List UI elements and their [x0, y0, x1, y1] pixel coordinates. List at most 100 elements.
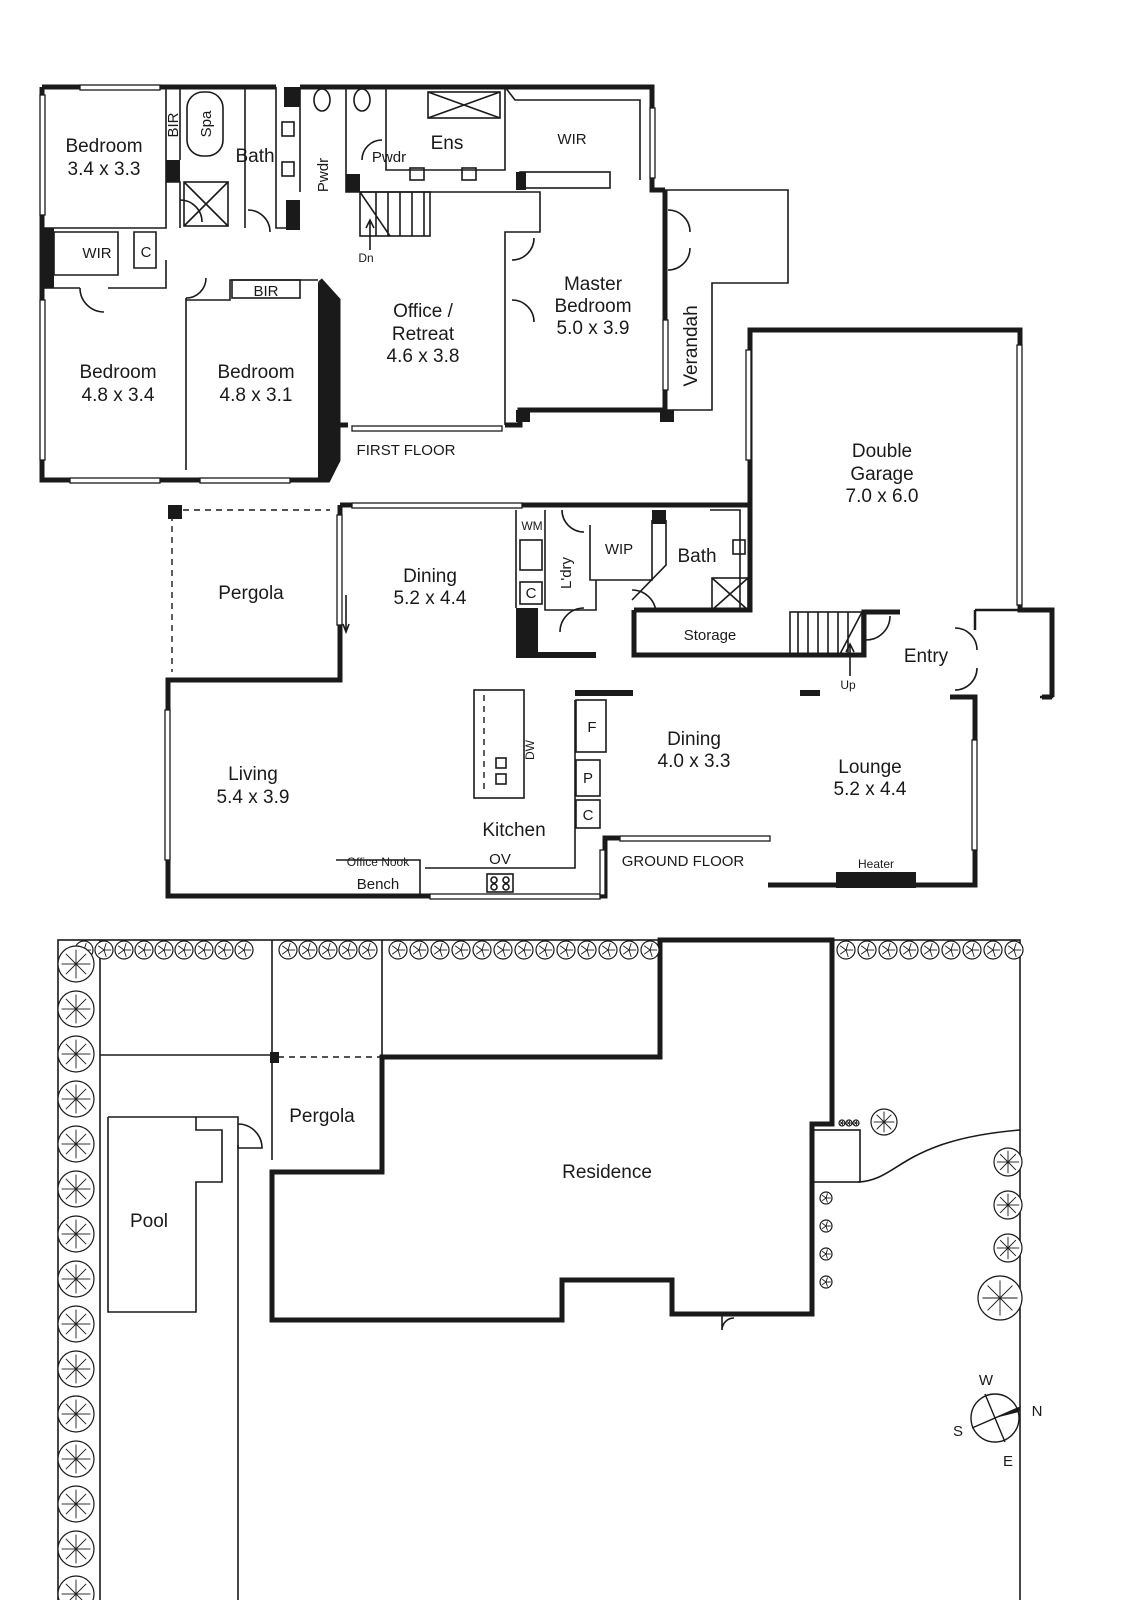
- shrub-icon: [134, 940, 154, 960]
- pool-label: Pool: [130, 1211, 168, 1232]
- shrub-icon: [57, 1395, 95, 1433]
- shrub-icon: [514, 940, 534, 960]
- bedroom-mid-name: Bedroom: [217, 362, 294, 383]
- shrub-icon: [1004, 940, 1024, 960]
- shrub-icon: [57, 1035, 95, 1073]
- kitchen-label: Kitchen: [482, 820, 545, 841]
- office-name-2: Retreat: [392, 324, 455, 345]
- ground-floor-plan: [164, 327, 1055, 900]
- spa-label: Spa: [198, 110, 215, 137]
- bath-first-label: Bath: [235, 146, 274, 167]
- shrub-icon: [194, 940, 214, 960]
- shrub-icon: [57, 990, 95, 1028]
- pergola-site-label: Pergola: [289, 1106, 355, 1127]
- compass-east: E: [1003, 1453, 1013, 1470]
- wir-side-label: WIR: [82, 245, 111, 262]
- shrub-icon: [430, 940, 450, 960]
- office-nook-label: Office Nook: [347, 855, 410, 869]
- ground-floor-title: GROUND FLOOR: [622, 853, 745, 870]
- compass-north: N: [1032, 1403, 1043, 1420]
- landscaping-trees: [57, 940, 1024, 1600]
- shrub-icon: [920, 940, 940, 960]
- shrub-icon: [535, 940, 555, 960]
- bedroom-left-name: Bedroom: [79, 362, 156, 383]
- first-floor-plan: [39, 84, 789, 484]
- entry-label: Entry: [904, 646, 949, 667]
- shrub-icon: [57, 1125, 95, 1163]
- shrub-icon: [94, 940, 114, 960]
- shrub-icon: [819, 1275, 833, 1289]
- shrub-icon: [318, 940, 338, 960]
- ground-floor-labels: Pergola Dining 5.2 x 4.4 WM L'dry C WIP …: [217, 441, 949, 893]
- laundry-label: L'dry: [558, 556, 575, 589]
- compass-south: S: [953, 1423, 963, 1440]
- first-floor-title: FIRST FLOOR: [357, 442, 456, 459]
- shrub-icon: [338, 940, 358, 960]
- shrub-icon: [154, 940, 174, 960]
- shrub-icon: [409, 940, 429, 960]
- wm-label: WM: [521, 519, 542, 533]
- living-name: Living: [228, 764, 278, 785]
- pwdr-vertical-label: Pwdr: [315, 158, 332, 192]
- first-floor-labels: Bedroom 3.4 x 3.3 BIR Spa Bath Pwdr Pwdr…: [65, 110, 702, 459]
- shrub-icon: [388, 940, 408, 960]
- shrub-icon: [870, 1108, 898, 1136]
- shrub-icon: [598, 940, 618, 960]
- shrub-icon: [57, 1350, 95, 1388]
- shrub-icon: [57, 1485, 95, 1523]
- shrub-icon: [838, 1119, 846, 1127]
- pantry-label: P: [583, 770, 593, 787]
- shrub-icon: [899, 940, 919, 960]
- bench-label: Bench: [357, 876, 400, 893]
- dishwasher-label: DW: [523, 739, 537, 760]
- pwdr-label: Pwdr: [372, 149, 406, 166]
- pergola-ground-label: Pergola: [218, 583, 284, 604]
- master-name-2: Bedroom: [554, 296, 631, 317]
- dining-main-name: Dining: [403, 566, 457, 587]
- shrub-icon: [298, 940, 318, 960]
- shrub-icon: [358, 940, 378, 960]
- master-size: 5.0 x 3.9: [557, 318, 630, 339]
- shrub-icon: [941, 940, 961, 960]
- shrub-icon: [278, 940, 298, 960]
- shrub-icon: [57, 945, 95, 983]
- shrub-icon: [57, 1260, 95, 1298]
- shrub-icon: [57, 1170, 95, 1208]
- shrub-icon: [977, 1275, 1023, 1321]
- office-name-1: Office /: [393, 301, 454, 322]
- verandah-label: Verandah: [681, 305, 702, 386]
- compass-west: W: [979, 1372, 994, 1389]
- bedroom-left-size: 4.8 x 3.4: [82, 385, 155, 406]
- shrub-icon: [234, 940, 254, 960]
- shrub-icon: [993, 1233, 1023, 1263]
- site-plan-labels: Pool Pergola Residence: [130, 1106, 652, 1232]
- heater-label: Heater: [858, 857, 894, 871]
- shrub-icon: [493, 940, 513, 960]
- shrub-icon: [451, 940, 471, 960]
- shrub-icon: [962, 940, 982, 960]
- shrub-icon: [845, 1119, 853, 1127]
- bedroom-top-name: Bedroom: [65, 136, 142, 157]
- master-name-1: Master: [564, 274, 623, 295]
- bir-top-label: BIR: [165, 112, 182, 137]
- bir-mid-label: BIR: [253, 283, 278, 300]
- laundry-closet-label: C: [526, 585, 537, 602]
- shrub-icon: [619, 940, 639, 960]
- shrub-icon: [993, 1190, 1023, 1220]
- bedroom-mid-size: 4.8 x 3.1: [220, 385, 293, 406]
- shrub-icon: [57, 1080, 95, 1118]
- shrub-icon: [640, 940, 660, 960]
- dining-main-size: 5.2 x 4.4: [394, 588, 467, 609]
- stairs-up-label: Up: [840, 678, 856, 692]
- shrub-icon: [857, 940, 877, 960]
- oven-label: OV: [489, 851, 511, 868]
- ens-label: Ens: [431, 133, 464, 154]
- shrub-icon: [174, 940, 194, 960]
- site-plan: [57, 937, 1021, 1600]
- shrub-icon: [983, 940, 1003, 960]
- shrub-icon: [556, 940, 576, 960]
- lounge-name: Lounge: [838, 757, 901, 778]
- bath-ground-label: Bath: [677, 546, 716, 567]
- compass-rose: W N S E: [953, 1372, 1042, 1470]
